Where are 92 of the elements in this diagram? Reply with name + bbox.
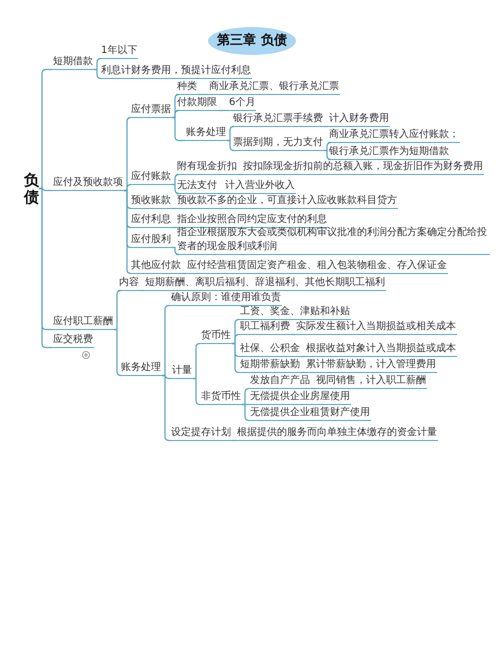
- topic-label: 应付职工薪酬: [52, 315, 114, 330]
- connector-line: [172, 184, 180, 194]
- connector-line: [172, 174, 180, 186]
- connector-line: [140, 290, 144, 292]
- connector-line: [324, 142, 332, 152]
- connector-line: [232, 440, 236, 442]
- connector-line: [291, 334, 295, 336]
- topic-label: 票据到期，无力支付: [232, 136, 324, 151]
- connector-line: [227, 140, 235, 152]
- title-ellipse: 第三章 负债: [208, 27, 296, 55]
- connector-line: [172, 246, 180, 256]
- topic-label: 发放自产产品: [249, 374, 311, 389]
- topic-label: 指企业按照合同约定应支付的利息: [176, 213, 328, 228]
- topic-label: 按扣除现金折扣前的总额入账，现金折旧作为财务费用: [242, 160, 484, 175]
- connector-line: [162, 374, 170, 442]
- connector-line: [124, 184, 132, 192]
- topic-label: 应付账款: [130, 170, 172, 185]
- topic-label: 账务处理: [120, 361, 162, 376]
- connector-line: [114, 328, 122, 376]
- topic-label: 职工福利费: [239, 320, 291, 335]
- connector-line: [301, 372, 305, 374]
- connector-line: [162, 304, 170, 376]
- topic-label: 应付股利: [130, 233, 172, 248]
- connector-line: [39, 186, 52, 192]
- topic-label: 应付及预收款项: [52, 176, 124, 191]
- connector-line: [324, 150, 332, 160]
- connector-line: [238, 174, 242, 176]
- topic-label: 银行承兑汇票作为短期借款: [328, 145, 450, 160]
- connector-line: [301, 356, 305, 358]
- connector-line: [172, 208, 176, 210]
- topic-label: 应付经营租赁固定资产租金、租入包装物租金、存入保证金: [186, 259, 448, 274]
- topic-label: 指企业根据股东大会或类似机构审议批准的利润分配方案确定分配给投资者的现金股利或利润: [176, 226, 490, 255]
- connector-line: [114, 290, 122, 330]
- connector-line: [232, 334, 240, 344]
- connector-line: [94, 68, 102, 80]
- topic-label: 1年以下: [100, 44, 138, 59]
- connector-line: [311, 388, 315, 390]
- topic-label: 无偿提供企业租赁财产使用: [249, 406, 371, 421]
- topic-label: 社保、公积金: [239, 342, 301, 357]
- connector-line: [39, 68, 52, 190]
- topic-label: 根据提供的服务而向单独主体缴存的资金计量: [236, 426, 438, 441]
- connector-line: [242, 388, 250, 406]
- topic-label: 累计带薪缺勤，计入管理费用: [305, 358, 437, 373]
- topic-label: 预收账款: [130, 194, 172, 209]
- topic-label: 设定提存计划: [170, 426, 232, 441]
- topic-label: 应交税费: [52, 333, 94, 348]
- topic-label: 视同销售，计入职工薪酬: [315, 374, 427, 389]
- topic-label: 预收款不多的企业，可直接计入应收账款科目贷方: [176, 194, 398, 209]
- topic-label: 短期带薪缺勤: [239, 358, 301, 373]
- topic-label: 利息计财务费用，预提计应付利息: [100, 64, 252, 79]
- topic-label: 货币性: [200, 329, 232, 344]
- topic-label: 根据收益对象计入当期损益或成本: [305, 342, 457, 357]
- topic-label: 短期薪酬、离职后福利、辞退福利、其他长期职工福利: [144, 276, 386, 291]
- connector-line: [232, 342, 240, 374]
- topic-label: 银行承兑汇票手续费: [232, 112, 324, 127]
- topic-label: 6个月: [228, 96, 256, 111]
- connector-line: [124, 190, 132, 274]
- topic-label: 内容: [118, 276, 140, 291]
- connector-line: [324, 126, 328, 128]
- root-topic: 负债: [24, 172, 39, 205]
- topic-label: 工资、奖金、津贴和补贴: [239, 305, 351, 320]
- topic-label: 应付票据: [130, 103, 172, 118]
- topic-label: 短期借款: [52, 55, 94, 70]
- topic-label: 非货币性: [200, 390, 242, 405]
- connector-line: [172, 226, 176, 228]
- connector-line: [172, 110, 180, 118]
- topic-label: 其他应付款: [130, 259, 182, 274]
- topic-label: 商业承兑汇票、银行承兑汇票: [208, 80, 340, 95]
- topic-label: 应付利息: [130, 213, 172, 228]
- topic-label: 商业承兑汇票转入应付账款；: [328, 128, 460, 143]
- topic-label: 无法支付: [176, 179, 218, 194]
- topic-label: 付款期限: [176, 96, 218, 111]
- topic-label: 账务处理: [185, 126, 227, 141]
- connector-line: [218, 192, 224, 194]
- connector-line: [242, 404, 250, 422]
- connector-line: [193, 378, 201, 406]
- topic-label: 计量: [171, 364, 193, 379]
- connector-line: [227, 126, 235, 142]
- connector-line: [172, 116, 185, 142]
- topic-label: 确认原则：谁使用谁负责: [170, 291, 282, 306]
- connector-line: [198, 94, 208, 96]
- topic-label: 计入财务费用: [328, 112, 390, 127]
- connector-line: [94, 58, 102, 70]
- topic-label: 实际发生额计入当期损益或相关成本: [295, 320, 457, 335]
- topic-label: 种类: [176, 80, 198, 95]
- topic-label: 附有现金折扣: [176, 160, 238, 175]
- connector-line: [193, 342, 201, 380]
- topic-label: 无偿提供企业房屋使用: [249, 390, 351, 405]
- connector-line: [162, 374, 171, 380]
- connector-line: [182, 272, 186, 274]
- connector-line: [218, 110, 228, 112]
- topic-label: 计入营业外收入: [224, 179, 296, 194]
